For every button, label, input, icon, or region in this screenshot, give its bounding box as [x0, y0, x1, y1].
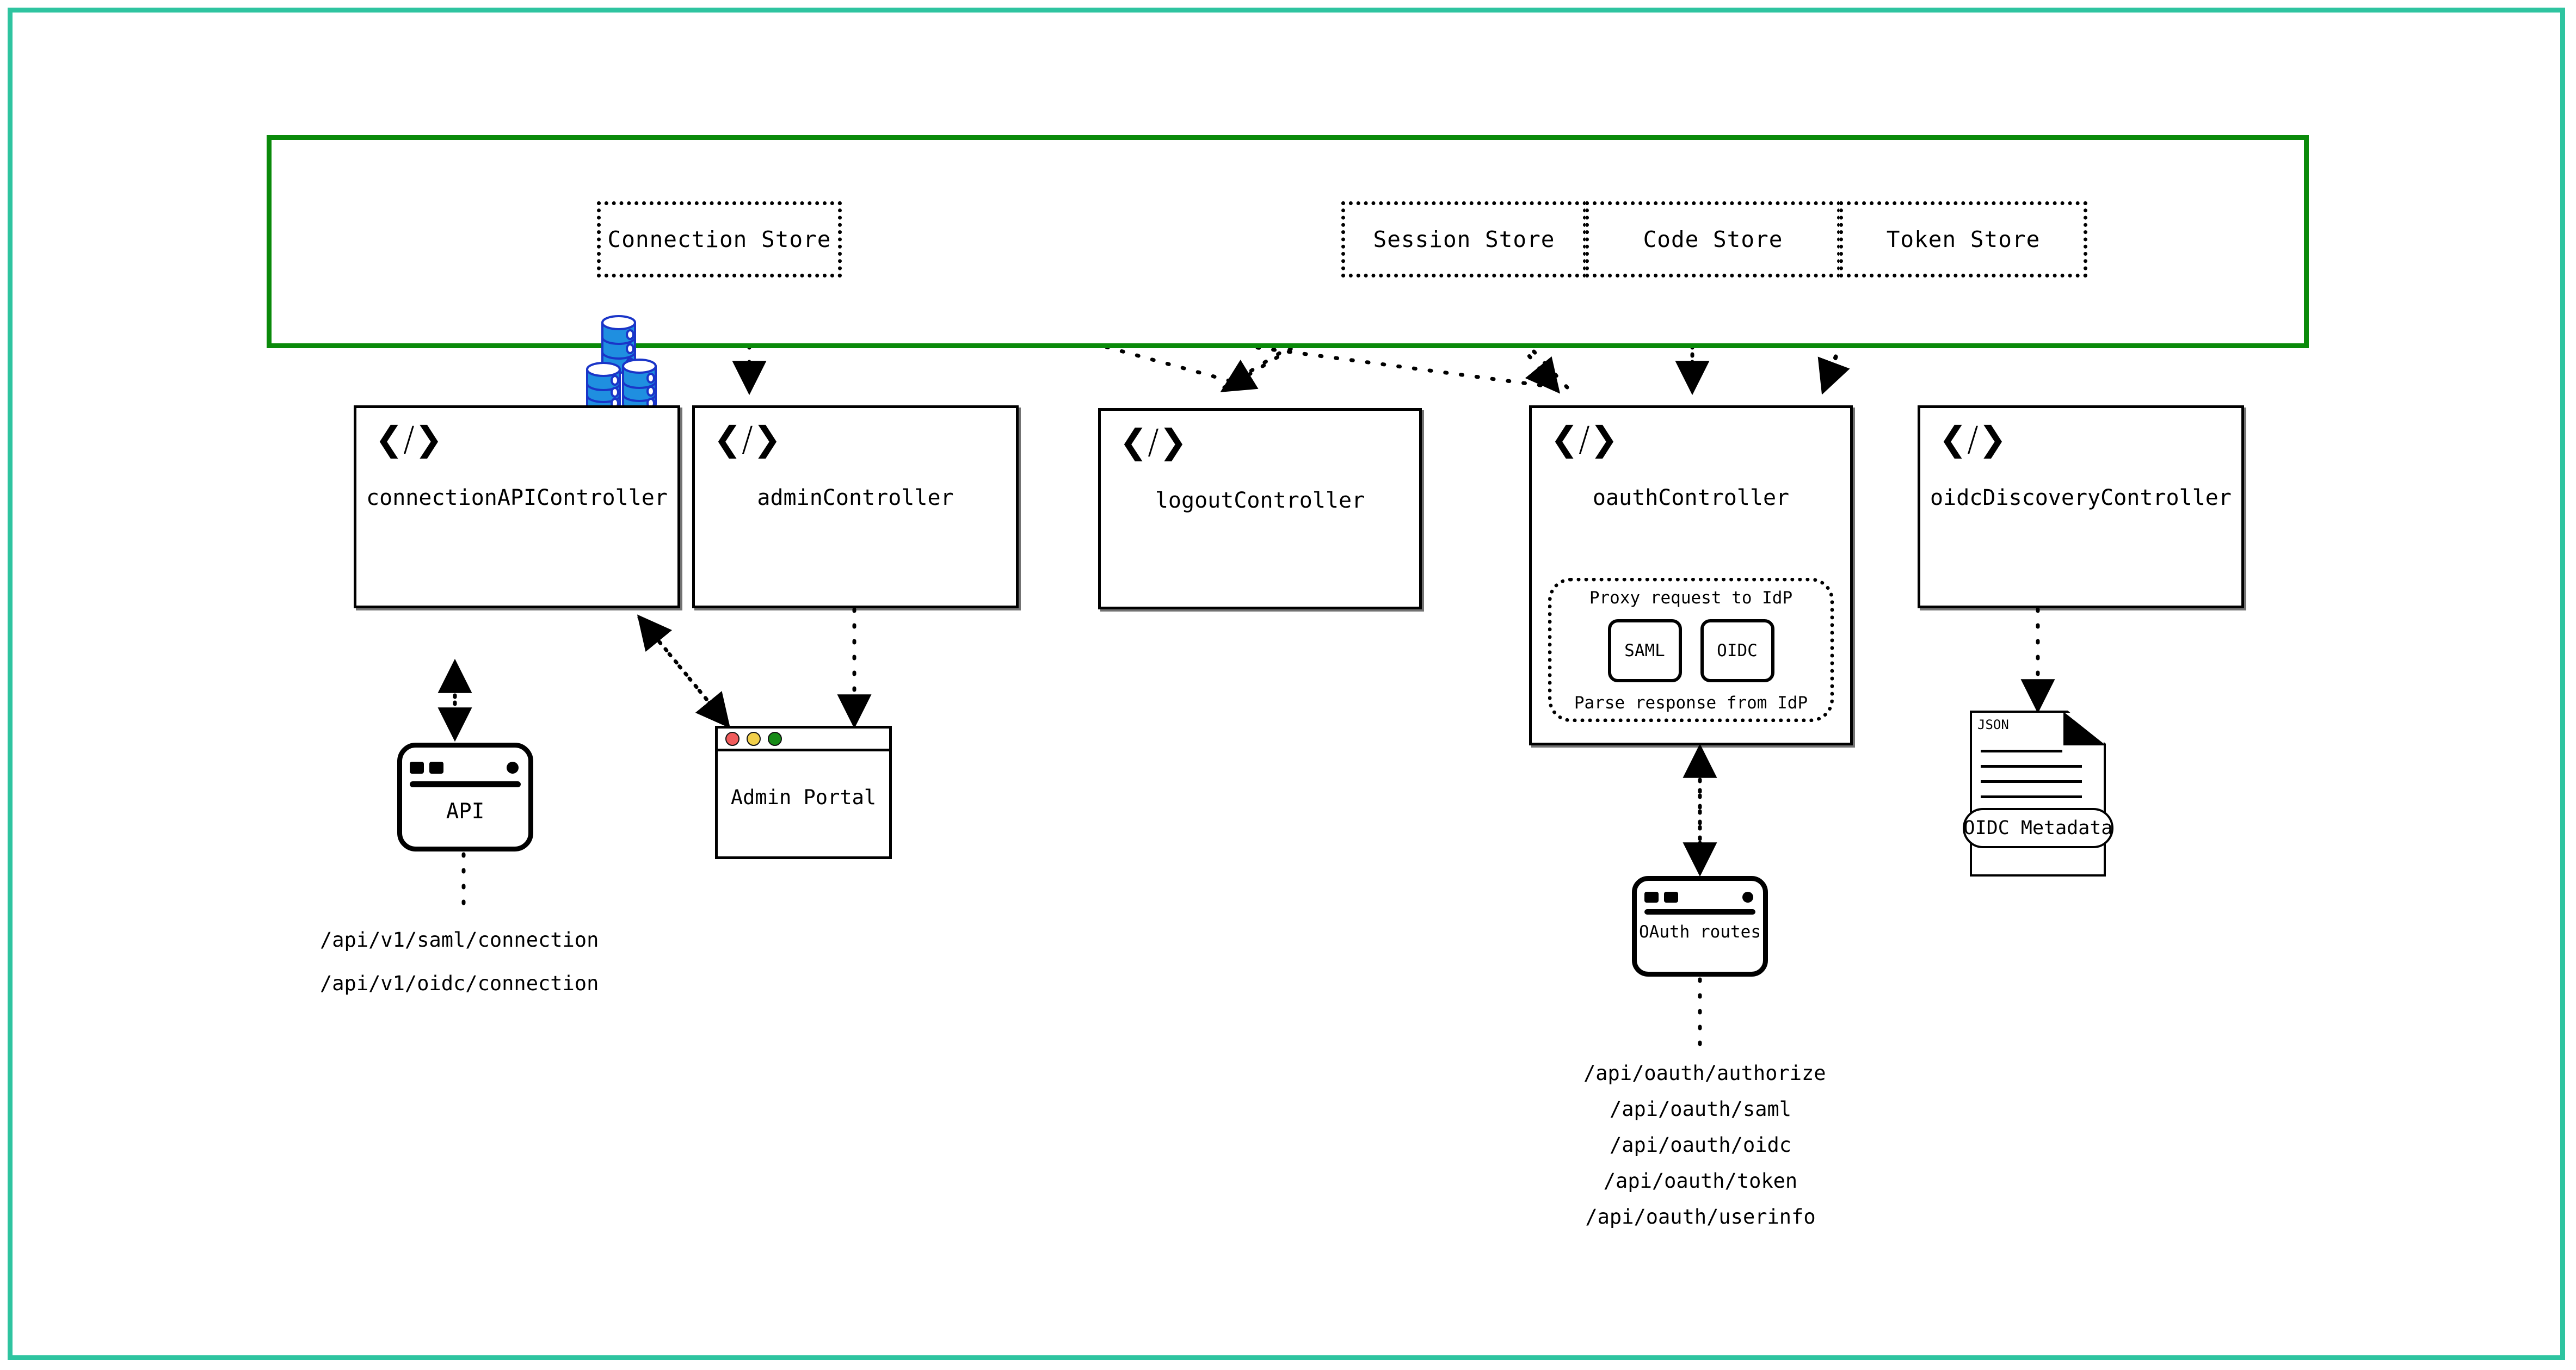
api-square-2 — [429, 762, 443, 774]
controller-card-oauth[interactable]: ❮/❯ oauthController Proxy request to IdP… — [1529, 405, 1853, 745]
doc-line — [1981, 765, 2082, 768]
code-icon: ❮/❯ — [1119, 422, 1187, 461]
routes-dot — [1742, 892, 1753, 903]
store-box-connection[interactable]: Connection Store — [597, 201, 842, 277]
connection-endpoint-list: /api/v1/saml/connection /api/v1/oidc/con… — [320, 922, 599, 1002]
proxy-idp-group: Proxy request to IdP SAML OIDC Parse res… — [1548, 578, 1834, 722]
database-stack-icon — [586, 315, 657, 413]
doc-line — [1981, 795, 2082, 798]
endpoint-item: /api/oauth/saml — [1609, 1097, 1792, 1121]
store-box-session[interactable]: Session Store — [1341, 201, 1587, 277]
api-dot — [507, 762, 519, 774]
outer-frame — [8, 8, 2565, 1360]
json-type-label: JSON — [1977, 717, 2009, 732]
traffic-light-red-icon[interactable] — [725, 731, 739, 746]
store-box-code[interactable]: Code Store — [1585, 201, 1841, 277]
routes-square-2 — [1664, 892, 1678, 903]
endpoint-item: /api/oauth/token — [1603, 1169, 1798, 1193]
controller-card-connectionapi[interactable]: ❮/❯ connectionAPIController — [354, 405, 680, 608]
admin-portal-window[interactable]: Admin Portal — [715, 726, 892, 859]
endpoint-item: /api/v1/oidc/connection — [320, 972, 599, 995]
controller-card-logout[interactable]: ❮/❯ logoutController — [1098, 408, 1422, 609]
api-label: API — [446, 799, 485, 824]
routes-titlebar — [1644, 890, 1755, 906]
admin-portal-label: Admin Portal — [730, 786, 877, 809]
proxy-request-label: Proxy request to IdP — [1589, 588, 1793, 608]
endpoint-item: /api/v1/saml/connection — [320, 928, 599, 952]
controller-label: adminController — [757, 485, 954, 510]
controller-label: logoutController — [1155, 488, 1365, 513]
traffic-light-yellow-icon[interactable] — [747, 731, 761, 746]
api-divider — [410, 781, 521, 787]
code-icon: ❮/❯ — [1939, 419, 2007, 459]
protocol-pill-saml[interactable]: SAML — [1607, 619, 1682, 682]
api-node[interactable]: API — [397, 743, 533, 851]
controller-label: connectionAPIController — [366, 485, 668, 510]
store-label-token: Token Store — [1886, 226, 2041, 252]
controller-card-admin[interactable]: ❮/❯ adminController — [692, 405, 1019, 608]
protocol-pill-oidc[interactable]: OIDC — [1700, 619, 1774, 682]
controller-label: oidcDiscoveryController — [1930, 485, 2232, 510]
traffic-light-green-icon[interactable] — [768, 731, 782, 746]
routes-divider — [1644, 909, 1755, 915]
doc-line — [1981, 780, 2082, 783]
endpoint-item: /api/oauth/oidc — [1609, 1133, 1792, 1157]
oauth-routes-node[interactable]: OAuth routes — [1632, 876, 1768, 977]
parse-response-label: Parse response from IdP — [1574, 693, 1808, 713]
code-icon: ❮/❯ — [375, 419, 443, 459]
store-label-session: Session Store — [1373, 226, 1555, 252]
endpoint-item: /api/oauth/userinfo — [1585, 1205, 1816, 1229]
endpoint-item: /api/oauth/authorize — [1583, 1062, 1826, 1085]
api-titlebar — [410, 760, 521, 778]
oauth-endpoint-list: /api/oauth/authorize /api/oauth/saml /ap… — [1583, 1056, 1826, 1235]
code-icon: ❮/❯ — [1550, 419, 1618, 459]
store-label-connection: Connection Store — [607, 226, 831, 252]
controller-card-oidcdiscovery[interactable]: ❮/❯ oidcDiscoveryController — [1918, 405, 2244, 608]
doc-line — [1981, 750, 2062, 752]
api-square-1 — [410, 762, 424, 774]
oidc-metadata-node[interactable]: JSON OIDC Metadata — [1963, 711, 2113, 877]
routes-square-1 — [1644, 892, 1659, 903]
oauth-routes-label: OAuth routes — [1639, 922, 1761, 942]
datastore-zone: Connection Store Session Store Code Stor… — [267, 135, 2309, 413]
oidc-metadata-label: OIDC Metadata — [1963, 808, 2113, 848]
code-icon: ❮/❯ — [713, 419, 781, 459]
store-box-token[interactable]: Token Store — [1839, 201, 2087, 277]
store-label-code: Code Store — [1643, 226, 1783, 252]
controller-label: oauthController — [1592, 485, 1790, 510]
portal-titlebar — [718, 729, 889, 751]
